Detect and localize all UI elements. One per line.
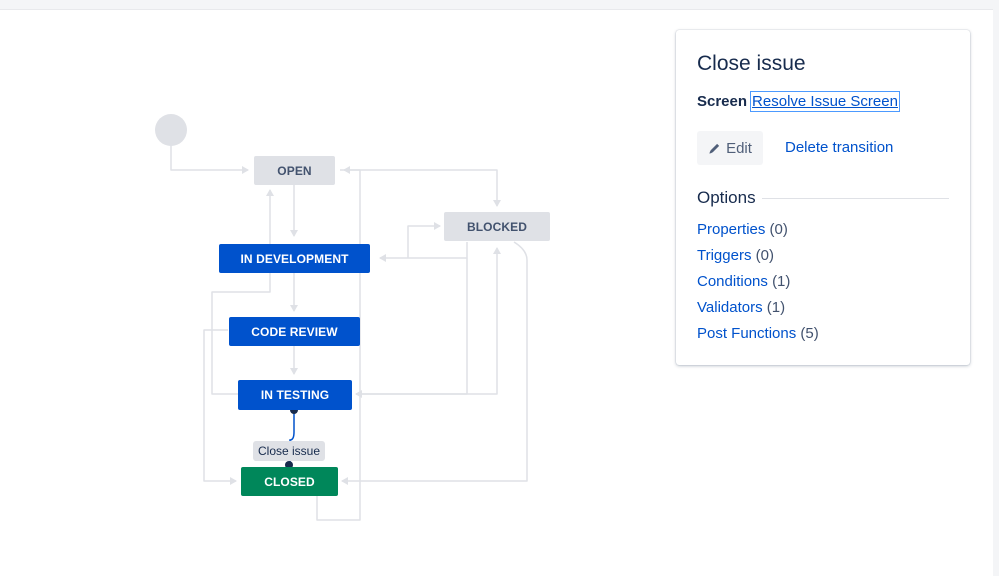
page-scrollbar[interactable] xyxy=(993,9,999,576)
option-post-functions-link[interactable]: Post Functions xyxy=(697,325,797,342)
status-closed[interactable]: CLOSED xyxy=(241,467,338,496)
blocked-to-in-testing-connector xyxy=(355,258,468,398)
option-triggers-count: (0) xyxy=(755,247,774,264)
in-development-to-blocked-connector xyxy=(407,222,441,258)
option-properties-count: (0) xyxy=(769,221,788,238)
status-in-development[interactable]: IN DEVELOPMENT xyxy=(219,244,370,273)
delete-transition-link[interactable]: Delete transition xyxy=(785,139,894,156)
edit-button-label: Edit xyxy=(726,139,752,157)
option-post-functions-count: (5) xyxy=(800,325,819,342)
blocked-to-closed-connector xyxy=(341,241,528,485)
options-divider xyxy=(762,198,949,199)
in-testing-to-blocked-connector xyxy=(356,247,501,395)
blocked-to-in-development-connector xyxy=(379,242,468,262)
transition-label-close-issue[interactable]: Close issue xyxy=(253,441,325,461)
top-bar xyxy=(0,0,999,10)
pencil-icon xyxy=(708,142,721,155)
option-post-functions: Post Functions (5) xyxy=(697,325,819,351)
option-validators-count: (1) xyxy=(766,299,786,316)
workflow-diagram xyxy=(170,146,528,521)
open-to-blocked-connector xyxy=(340,169,501,207)
status-code-review[interactable]: CODE REVIEW xyxy=(229,317,360,346)
panel-title: Close issue xyxy=(697,52,806,75)
start-to-open-connector xyxy=(170,146,249,174)
status-in-testing[interactable]: IN TESTING xyxy=(238,380,352,410)
option-validators-link[interactable]: Validators xyxy=(697,299,763,316)
option-triggers: Triggers (0) xyxy=(697,247,819,273)
screen-label: Screen xyxy=(697,93,748,110)
option-conditions-count: (1) xyxy=(772,273,791,290)
status-open[interactable]: OPEN xyxy=(254,156,335,185)
start-node[interactable] xyxy=(155,114,187,146)
screen-link[interactable]: Resolve Issue Screen xyxy=(750,91,900,112)
option-properties: Properties (0) xyxy=(697,221,819,247)
option-properties-link[interactable]: Properties xyxy=(697,221,766,238)
option-conditions: Conditions (1) xyxy=(697,273,819,299)
option-triggers-link[interactable]: Triggers xyxy=(697,247,752,264)
options-list: Properties (0) Triggers (0) Conditions (… xyxy=(697,221,819,351)
options-heading: Options xyxy=(697,188,756,207)
in-testing-to-open-connector xyxy=(211,189,274,395)
status-blocked[interactable]: BLOCKED xyxy=(444,212,550,241)
screen-row: Screen Resolve Issue Screen xyxy=(697,91,900,112)
transition-details-panel: Close issue Screen Resolve Issue Screen … xyxy=(676,30,970,365)
selected-close-issue-connector xyxy=(289,410,295,465)
edit-button[interactable]: Edit xyxy=(697,131,763,165)
option-validators: Validators (1) xyxy=(697,299,819,325)
code-review-to-closed-connector xyxy=(203,329,237,485)
option-conditions-link[interactable]: Conditions xyxy=(697,273,768,290)
closed-to-open-connector xyxy=(316,166,361,521)
